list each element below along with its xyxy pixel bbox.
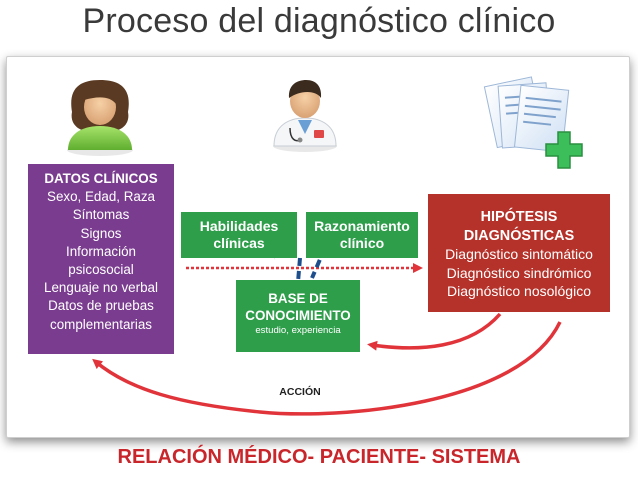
clinical-data-line: complementarias: [50, 316, 152, 332]
clinical-data-line: Datos de pruebas: [48, 298, 154, 314]
patient-icon: [67, 80, 133, 156]
clinical-data-box: DATOS CLÍNICOS Sexo, Edad, Raza Síntomas…: [28, 164, 174, 354]
clinical-skills-line: Habilidades: [199, 218, 279, 234]
clinical-skills-line: clínicas: [213, 235, 265, 251]
documents-icon: [483, 76, 570, 153]
action-label: ACCIÓN: [279, 386, 321, 398]
relationship-footer: RELACIÓN MÉDICO- PACIENTE- SISTEMA: [117, 446, 521, 468]
clinical-data-line: Signos: [80, 225, 122, 241]
clinical-data-line: Información: [66, 243, 136, 259]
hypotheses-heading: DIAGNÓSTICAS: [463, 227, 575, 244]
clinical-data-heading: DATOS CLÍNICOS: [44, 171, 158, 186]
knowledge-base-box: BASE DE CONOCIMIENTO estudio, experienci…: [236, 280, 360, 352]
clinical-data-line: Lenguaje no verbal: [44, 280, 158, 296]
hypotheses-line: Diagnóstico sintomático: [445, 246, 593, 262]
knowledge-base-sub: estudio, experiencia: [255, 325, 341, 336]
page-title: Proceso del diagnóstico clínico: [82, 2, 556, 40]
clinical-reasoning-line: clínico: [339, 235, 385, 251]
hypotheses-line: Diagnóstico sindrómico: [446, 264, 592, 281]
clinical-data-line: psicosocial: [68, 262, 134, 278]
doctor-icon: [273, 80, 337, 152]
clinical-skills-box: Habilidades clínicas: [181, 212, 297, 258]
diagnostic-hypotheses-box: HIPÓTESIS DIAGNÓSTICAS Diagnóstico sinto…: [428, 194, 610, 312]
hypotheses-line: Diagnóstico nosológico: [447, 283, 591, 299]
clinical-reasoning-line: Razonamiento: [314, 218, 410, 234]
knowledge-base-line: BASE DE: [268, 291, 328, 306]
clinical-reasoning-box: Razonamiento clínico: [306, 212, 418, 258]
arrow-to-knowledge: [367, 312, 502, 351]
clinical-data-line: Sexo, Edad, Raza: [47, 189, 155, 205]
arrow-action: [92, 321, 562, 416]
knowledge-base-line: CONOCIMIENTO: [245, 308, 351, 323]
clinical-data-line: Síntomas: [72, 207, 130, 223]
hypotheses-heading: HIPÓTESIS: [480, 209, 558, 225]
medical-cross-icon: [545, 131, 583, 169]
